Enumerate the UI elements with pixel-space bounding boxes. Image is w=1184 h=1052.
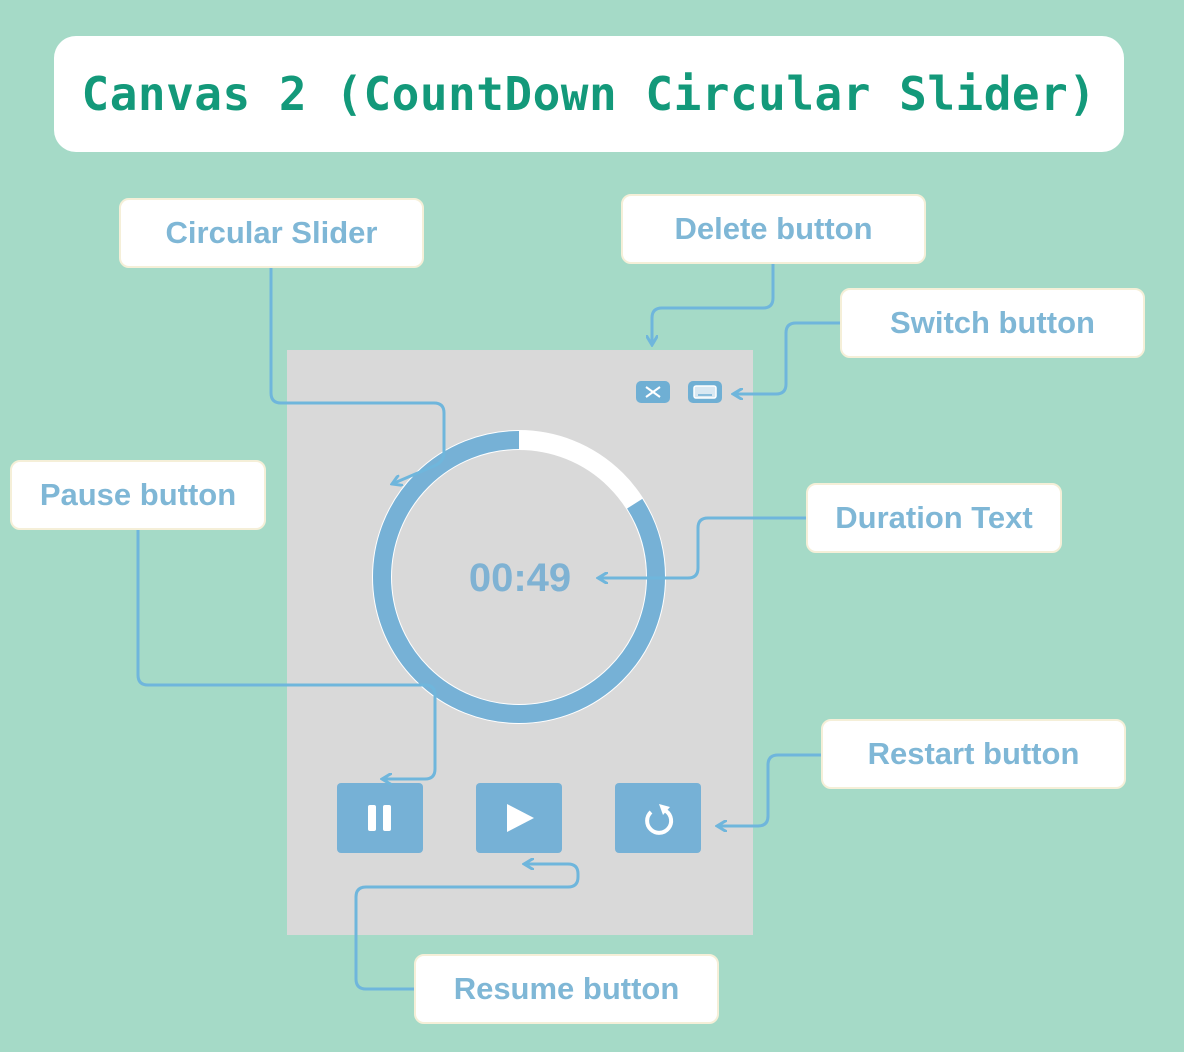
pause-icon bbox=[368, 805, 391, 831]
switch-button[interactable] bbox=[688, 381, 722, 403]
connector-restart-button bbox=[717, 753, 822, 826]
window-icon bbox=[693, 385, 717, 399]
connector-circular-slider bbox=[269, 268, 446, 484]
play-icon bbox=[507, 804, 534, 832]
callout-duration-text-label: Duration Text bbox=[835, 500, 1033, 535]
callout-circular-slider: Circular Slider bbox=[119, 198, 424, 268]
callout-circular-slider-label: Circular Slider bbox=[165, 215, 378, 250]
duration-text: 00:49 bbox=[468, 556, 572, 600]
pause-button[interactable] bbox=[337, 783, 423, 853]
connector-pause-button bbox=[136, 530, 437, 779]
callout-delete-button-label: Delete button bbox=[674, 211, 873, 246]
close-icon bbox=[645, 386, 661, 398]
callout-delete-button: Delete button bbox=[621, 194, 926, 264]
connector-delete-button bbox=[652, 264, 775, 345]
page-title: Canvas 2 (CountDown Circular Slider) bbox=[81, 67, 1097, 121]
delete-button[interactable] bbox=[636, 381, 670, 403]
callout-pause-button-label: Pause button bbox=[39, 477, 237, 512]
restart-icon bbox=[645, 804, 674, 835]
callout-pause-button: Pause button bbox=[10, 460, 266, 530]
connector-switch-button bbox=[733, 321, 840, 394]
connector-duration-text bbox=[598, 516, 807, 578]
callout-duration-text: Duration Text bbox=[806, 483, 1062, 553]
callout-restart-button-label: Restart button bbox=[867, 736, 1080, 771]
callout-resume-button-label: Resume button bbox=[453, 971, 680, 1006]
connector-resume-button bbox=[354, 864, 580, 991]
restart-button[interactable] bbox=[615, 783, 701, 853]
title-banner: Canvas 2 (CountDown Circular Slider) bbox=[54, 36, 1124, 152]
callout-switch-button-label: Switch button bbox=[890, 305, 1095, 340]
resume-button[interactable] bbox=[476, 783, 562, 853]
callout-switch-button: Switch button bbox=[840, 288, 1145, 358]
callout-restart-button: Restart button bbox=[821, 719, 1126, 789]
callout-resume-button: Resume button bbox=[414, 954, 719, 1024]
